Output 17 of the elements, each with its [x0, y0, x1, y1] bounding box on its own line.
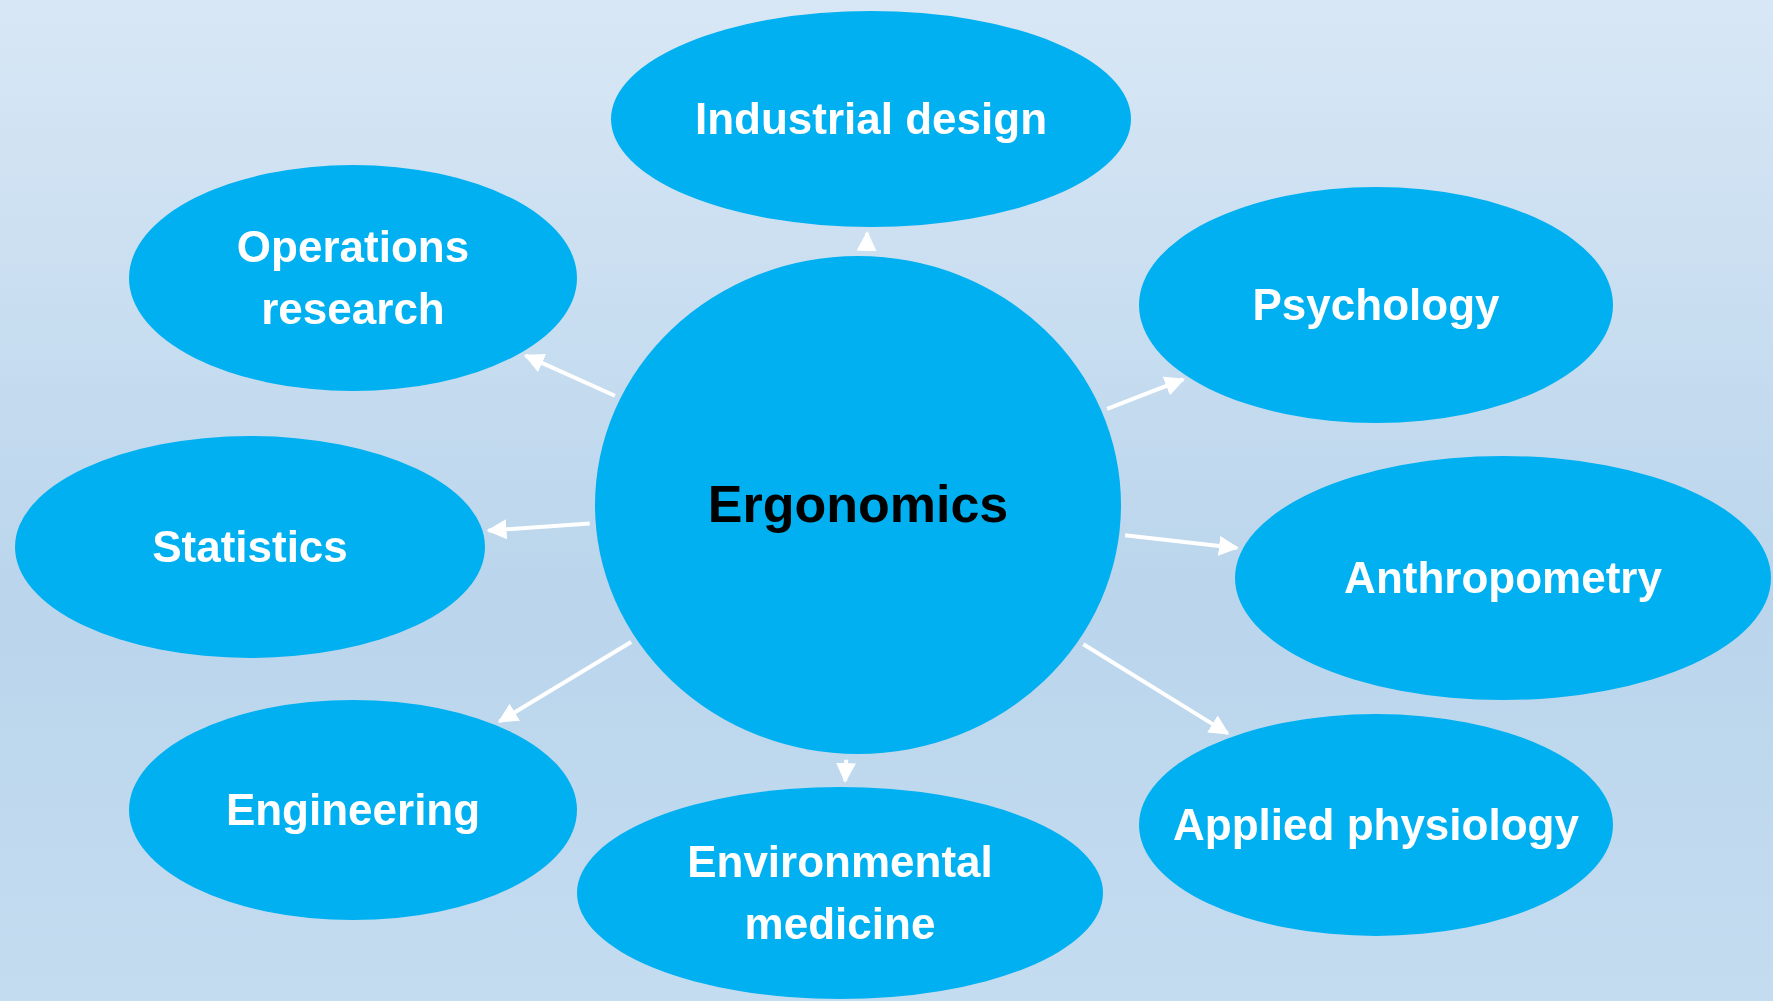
- topic-label: Applied physiology: [1173, 798, 1579, 851]
- topic-label: Engineering: [225, 783, 481, 836]
- arrow: [856, 231, 877, 252]
- arrow: [1106, 376, 1185, 411]
- arrow: [1124, 533, 1239, 556]
- topic-label: Industrial design: [694, 92, 1047, 145]
- topic-label: Psychology: [1252, 278, 1500, 331]
- arrow: [497, 640, 633, 724]
- arrow: [523, 353, 616, 398]
- topic-label: Environmental medicine: [686, 835, 994, 950]
- arrow: [486, 519, 590, 540]
- topic-label: Operations research: [235, 220, 471, 335]
- arrow: [1082, 642, 1230, 736]
- topic-label: Statistics: [152, 520, 348, 573]
- topic-label: Anthropometry: [1344, 551, 1662, 604]
- center-label: Ergonomics: [707, 474, 1009, 536]
- arrow: [836, 759, 856, 783]
